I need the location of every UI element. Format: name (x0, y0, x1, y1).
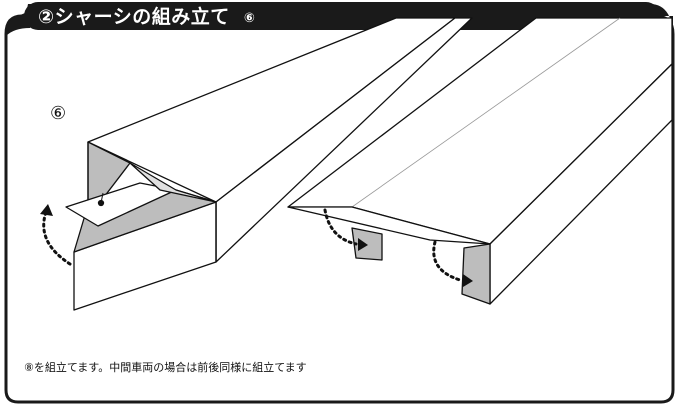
fold-arrow-1 (323, 208, 358, 246)
instruction-caption: ⑧を組立てます。中間車両の場合は前後同様に組立てます (24, 361, 307, 374)
rotate-arrowhead-left (40, 204, 53, 216)
figure-step-label: ⑥ (50, 103, 67, 124)
rotate-arrow-left (42, 210, 72, 266)
right-top-crease (351, 17, 621, 208)
fold-arrowhead-2 (463, 274, 473, 287)
header-bar-left-cap (6, 12, 30, 36)
right-chassis-part (287, 17, 673, 305)
fold-arrow-2 (432, 240, 462, 282)
right-hanging-tab (351, 227, 383, 261)
page-title: ②シャーシの組み立て ⑥ (38, 4, 255, 30)
title-text: ②シャーシの組み立て (38, 6, 230, 28)
right-front-tab (461, 243, 491, 305)
left-flap-line (100, 192, 104, 204)
fold-arrowhead-1 (358, 238, 368, 251)
header-bar-fill (24, 2, 660, 30)
right-bottom-flap (287, 206, 491, 245)
title-step-badge: ⑥ (243, 11, 256, 26)
left-chassis-part (65, 17, 473, 311)
